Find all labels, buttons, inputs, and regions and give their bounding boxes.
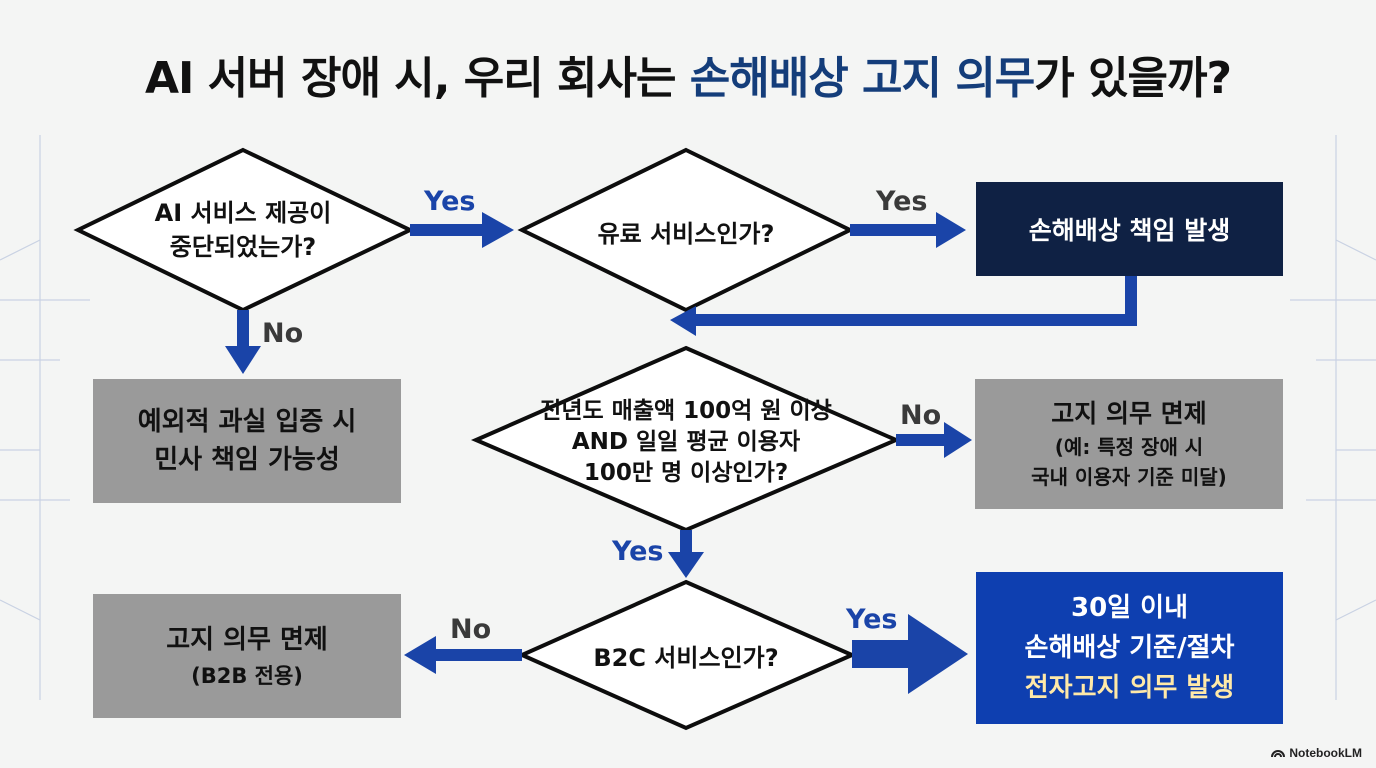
arrow-yes-q1-to-q2 (410, 212, 514, 248)
decision-q4-text: B2C 서비스인가? (560, 636, 812, 674)
duty-line1: 30일 이내 (1071, 593, 1188, 623)
result-exempt-box-1: 고지 의무 면제 (예: 특정 장애 시 국내 이용자 기준 미달) (975, 379, 1283, 509)
exempt1-line3: 국내 이용자 기준 미달) (1031, 465, 1227, 489)
arrow-no-q3-to-exempt (896, 422, 972, 458)
decision-q1-text: AI 서비스 제공이 중단되었는가? (118, 192, 368, 268)
exempt2-line2: (B2B 전용) (191, 664, 303, 688)
arrow-yes-q2-to-liability (850, 212, 966, 248)
q3-line3: 100만 명 이상인가? (583, 459, 789, 486)
civil-line2: 민사 책임 가능성 (154, 445, 340, 475)
duty-line3: 전자고지 의무 발생 (1024, 673, 1235, 703)
title-part1: AI 서버 장애 시, 우리 회사는 (144, 53, 690, 104)
title-highlight: 손해배상 고지 의무 (689, 53, 1035, 104)
liability-text: 손해배상 책임 발생 (1028, 216, 1231, 245)
arrow-yes-q3-to-q4 (668, 530, 704, 578)
label-yes-q3: Yes (612, 536, 664, 567)
q1-line1: AI 서비스 제공이 (154, 199, 332, 227)
label-no-q1: No (262, 318, 304, 349)
label-yes-q1: Yes (424, 186, 476, 217)
label-no-q4: No (450, 614, 492, 645)
q1-line2: 중단되었는가? (169, 233, 317, 261)
brand-watermark: NotebookLM (1271, 746, 1362, 760)
decision-diamond-paid-service (517, 147, 855, 313)
title-part2: 가 있을까? (1034, 53, 1232, 104)
civil-line1: 예외적 과실 입증 시 (137, 407, 357, 437)
duty-line2: 손해배상 기준/절차 (1024, 633, 1235, 663)
result-civil-box: 예외적 과실 입증 시 민사 책임 가능성 (93, 379, 401, 503)
result-liability-box: 손해배상 책임 발생 (976, 182, 1283, 276)
notebooklm-logo-icon (1271, 750, 1286, 758)
page-title: AI 서버 장애 시, 우리 회사는 손해배상 고지 의무가 있을까? (0, 42, 1376, 106)
q4-text: B2C 서비스인가? (593, 643, 779, 672)
label-yes-q2: Yes (876, 186, 928, 217)
arrow-yes-q4-to-duty (852, 614, 968, 694)
exempt1-line2: (예: 특정 장애 시 (1054, 435, 1204, 459)
q3-line1: 전년도 매출액 100억 원 이상 (540, 397, 832, 424)
arrow-no-q4-to-exempt (404, 636, 522, 674)
label-yes-q4: Yes (846, 604, 898, 635)
arrow-no-q1-to-civil (225, 310, 261, 374)
label-no-q3: No (900, 400, 942, 431)
decision-diamond-b2c (517, 579, 857, 731)
exempt1-line1: 고지 의무 면제 (1051, 399, 1207, 428)
brand-text: NotebookLM (1289, 746, 1362, 760)
result-duty-box: 30일 이내 손해배상 기준/절차 전자고지 의무 발생 (976, 572, 1283, 724)
arrow-liability-to-q3 (670, 276, 1137, 336)
q3-line2: AND 일일 평균 이용자 (571, 428, 801, 455)
exempt2-line1: 고지 의무 면제 (166, 625, 328, 655)
result-exempt-box-2: 고지 의무 면제 (B2B 전용) (93, 594, 401, 718)
q2-text: 유료 서비스인가? (597, 219, 775, 248)
decision-q3-text: 전년도 매출액 100억 원 이상 AND 일일 평균 이용자 100만 명 이… (500, 394, 872, 490)
decision-q2-text: 유료 서비스인가? (560, 212, 812, 250)
